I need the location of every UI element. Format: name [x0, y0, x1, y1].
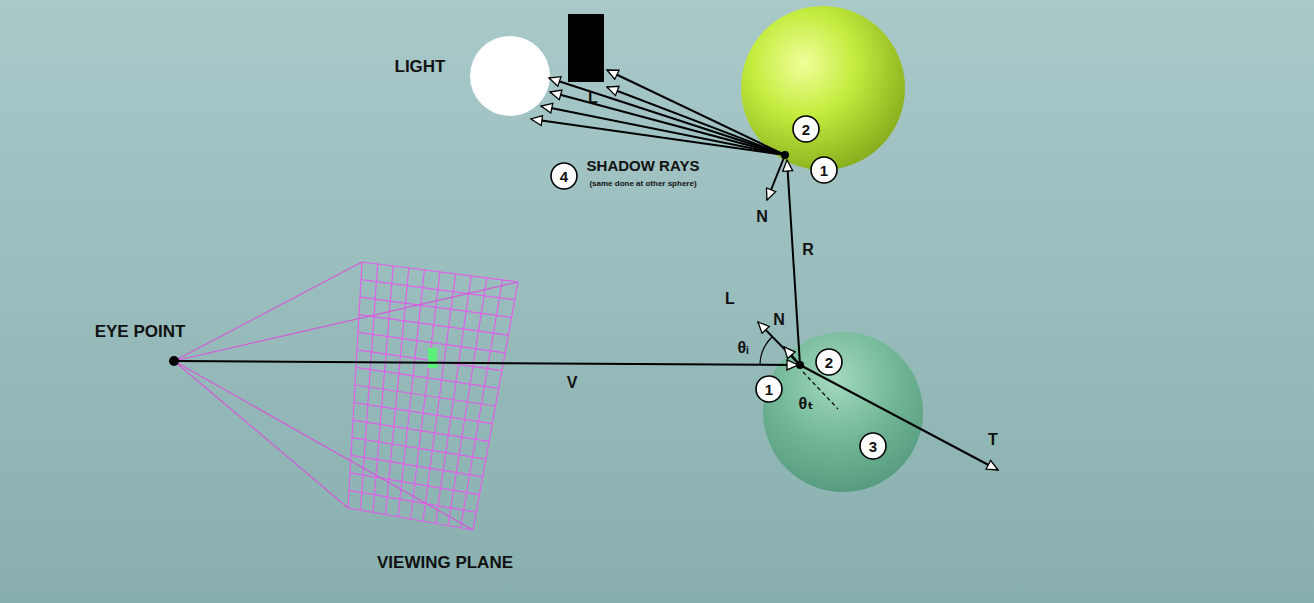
grid-line	[352, 438, 486, 459]
rays	[174, 70, 998, 470]
pixel	[428, 348, 437, 368]
callout-number: 1	[765, 382, 773, 397]
text-label: θᵢ	[738, 340, 749, 356]
text-label: R	[802, 242, 814, 258]
text-label: θₜ	[799, 396, 814, 412]
callout-circle	[551, 163, 577, 189]
frustum-lines	[174, 262, 518, 530]
grid-line	[350, 473, 479, 495]
grid-line	[354, 403, 492, 424]
text-label: N	[773, 312, 785, 328]
viewing-plane-grid	[348, 262, 518, 530]
callout-circle	[793, 116, 819, 142]
text-label: (same done at other sphere)	[589, 180, 696, 188]
grid-line	[353, 420, 489, 441]
grid-line	[351, 455, 483, 477]
text-label: SHADOW RAYS	[587, 158, 700, 173]
text-label: L	[725, 291, 735, 307]
callout-number: 2	[802, 122, 810, 137]
text-label: LIGHT	[395, 58, 446, 75]
text-label: L	[588, 90, 598, 106]
grid-line	[362, 262, 518, 282]
callout-circle	[811, 157, 837, 183]
callout-number: 3	[869, 439, 877, 454]
grid-line	[359, 315, 508, 335]
callout-circle	[860, 433, 886, 459]
hit-point	[781, 151, 789, 159]
eye-dot	[169, 356, 179, 366]
text-label: N	[756, 209, 768, 225]
callout-circle	[816, 349, 842, 375]
callout-number: 1	[820, 163, 828, 178]
text-label: EYE POINT	[95, 323, 186, 340]
callout-number: 2	[825, 355, 833, 370]
text-label: VIEWING PLANE	[377, 554, 513, 571]
callout-circle	[756, 376, 782, 402]
grid-line	[355, 385, 496, 406]
hit-point	[796, 361, 804, 369]
light-source	[470, 36, 550, 116]
occluder	[568, 14, 604, 82]
transparent-sphere	[763, 332, 923, 492]
grid-line	[356, 367, 499, 388]
grid-line	[361, 280, 515, 300]
text-label: V	[567, 375, 578, 391]
angle-arc	[760, 337, 772, 365]
grid-line	[360, 297, 512, 317]
grid-line	[349, 490, 476, 512]
callout-number: 4	[560, 169, 568, 184]
text-label: T	[988, 432, 998, 448]
